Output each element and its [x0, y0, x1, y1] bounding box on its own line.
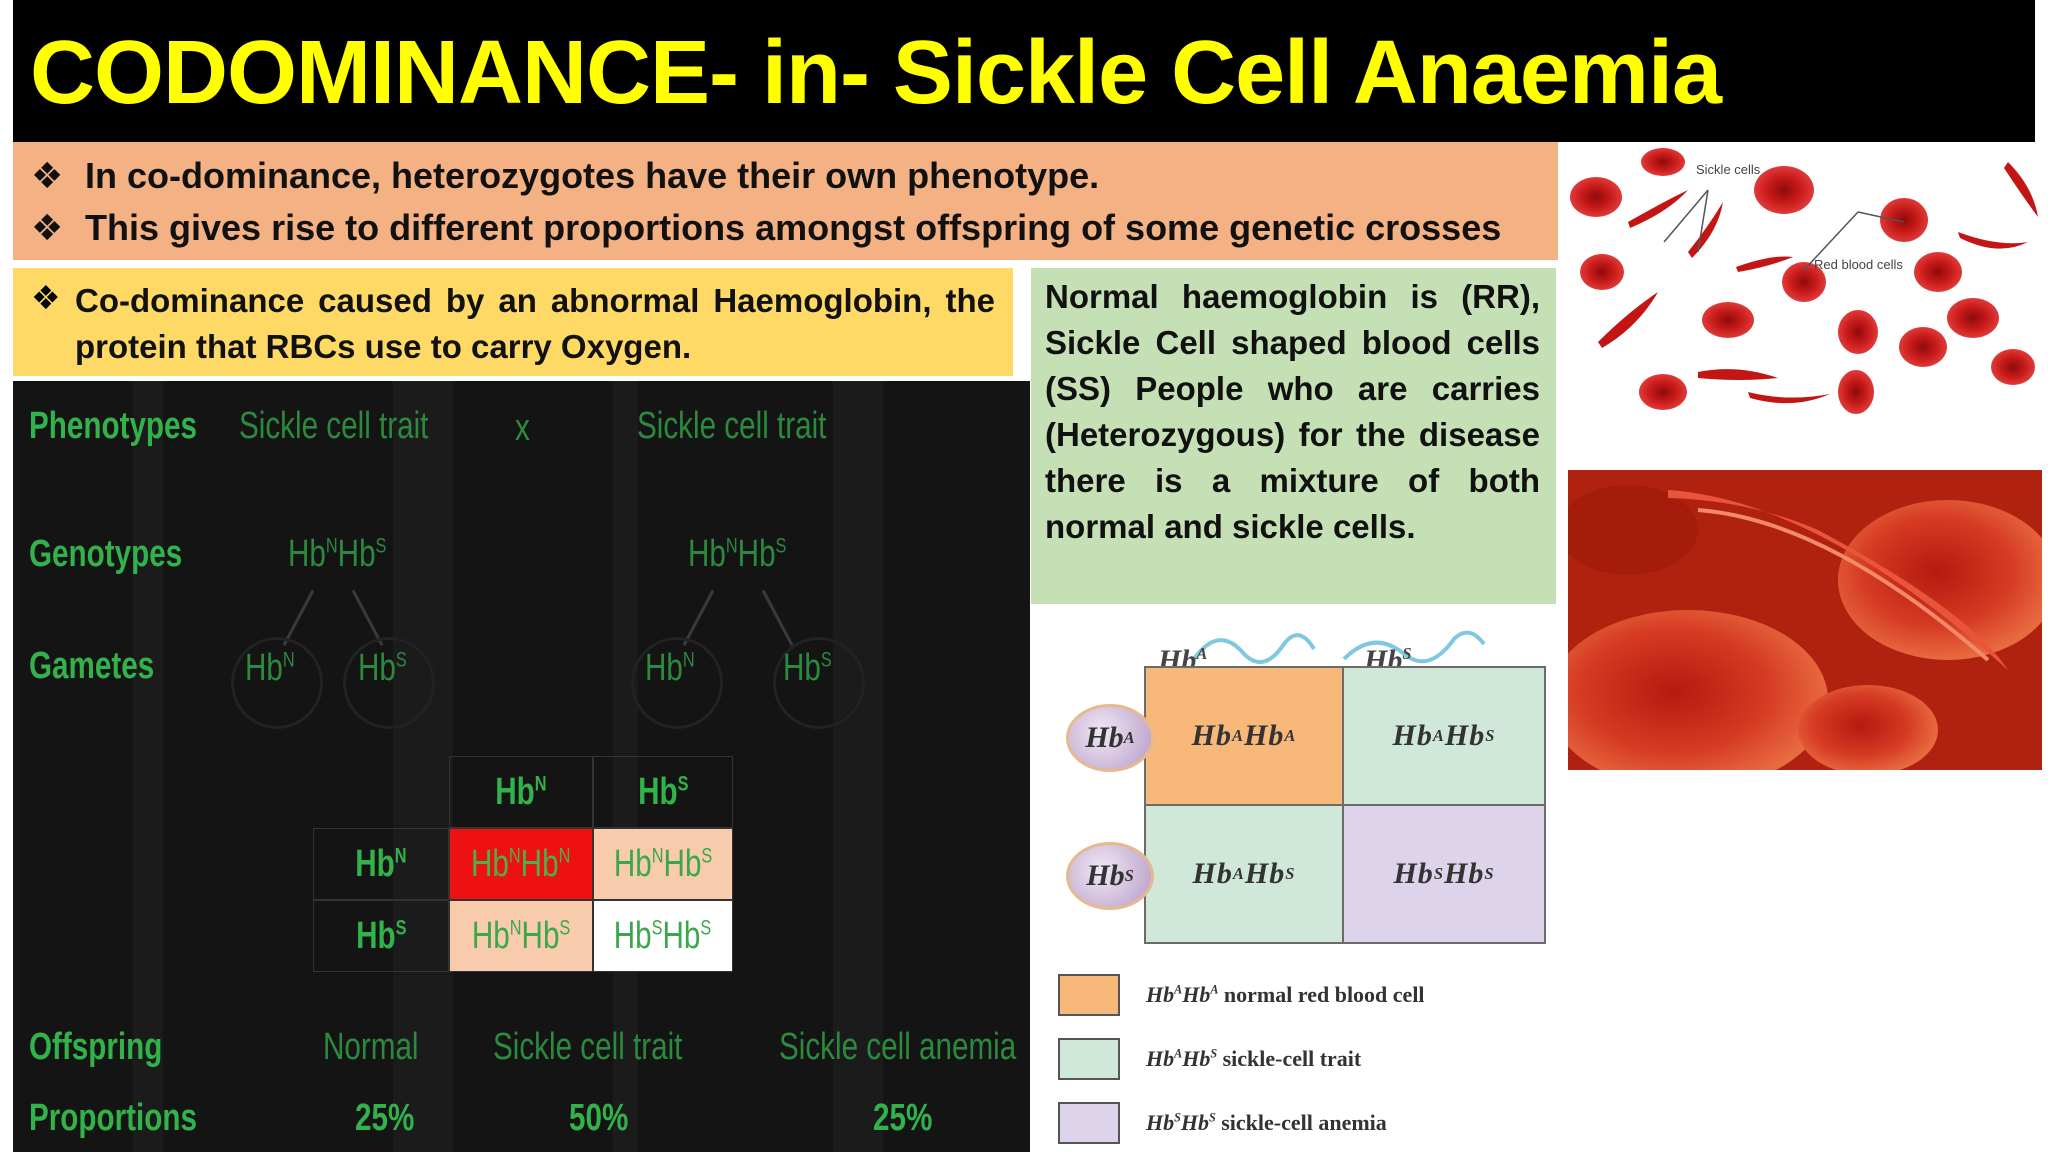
- grid-cell-normal: HbNHbN: [449, 828, 593, 900]
- legend-normal: HbAHbA normal red blood cell: [1146, 982, 1425, 1007]
- gamete-p1-s: HbS: [358, 647, 407, 689]
- cause-box: ❖ Co-dominance caused by an abnormal Hae…: [13, 268, 1013, 376]
- label-phenotypes: Phenotypes: [29, 405, 198, 447]
- rbc-illustration: Sickle cells Red blood cells: [1568, 142, 2048, 442]
- rbc-micrograph: [1568, 470, 2042, 770]
- parent2-phenotype: Sickle cell trait: [637, 405, 827, 447]
- label-gametes: Gametes: [29, 645, 155, 687]
- label-offspring: Offspring: [29, 1026, 163, 1068]
- legend-swatch-normal: [1058, 974, 1120, 1016]
- bullet-icon: ❖: [31, 207, 64, 248]
- grid-cell-anemia: HbSHbS: [593, 900, 733, 972]
- bullet-icon: ❖: [31, 279, 61, 316]
- proportion-normal: 25%: [355, 1097, 415, 1139]
- grid-row-n: HbN: [313, 828, 449, 900]
- cause-text: Co-dominance caused by an abnormal Haemo…: [75, 282, 995, 365]
- legend-trait: HbAHbS sickle-cell trait: [1146, 1046, 1362, 1071]
- description-box: Normal haemoglobin is (RR), Sickle Cell …: [1031, 268, 1556, 604]
- cross-symbol: x: [515, 407, 530, 449]
- parent1-phenotype: Sickle cell trait: [239, 405, 429, 447]
- grid-header-s: HbS: [593, 756, 733, 828]
- label-sickle-cells: Sickle cells: [1696, 162, 1761, 177]
- grid-row-s: HbS: [313, 900, 449, 972]
- bullet-icon: ❖: [31, 155, 64, 196]
- parent2-genotype: HbNHbS: [688, 533, 787, 575]
- label-proportions: Proportions: [29, 1097, 197, 1139]
- intro-box: ❖In co-dominance, heterozygotes have the…: [13, 142, 1558, 260]
- gamete-p1-n: HbN: [245, 647, 295, 689]
- legend-anemia: HbSHbS sickle-cell anemia: [1146, 1110, 1387, 1135]
- description-text: Normal haemoglobin is (RR), Sickle Cell …: [1045, 278, 1540, 545]
- gamete-ring: [773, 637, 865, 729]
- proportion-anemia: 25%: [873, 1097, 933, 1139]
- proportion-trait: 50%: [569, 1097, 629, 1139]
- label-genotypes: Genotypes: [29, 533, 183, 575]
- parent1-genotype: HbNHbS: [288, 533, 387, 575]
- gamete-p2-n: HbN: [645, 647, 695, 689]
- legend-swatch-trait: [1058, 1038, 1120, 1080]
- grid-header-n: HbN: [449, 756, 593, 828]
- gamete-ring: [343, 637, 435, 729]
- label-red-blood-cells: Red blood cells: [1814, 257, 1903, 272]
- legend-swatch-anemia: [1058, 1102, 1120, 1144]
- page-title: CODOMINANCE- in- Sickle Cell Anaemia: [30, 23, 1722, 123]
- grid-cell-trait: HbNHbS: [593, 828, 733, 900]
- title-bar: [13, 0, 2035, 142]
- offspring-anemia: Sickle cell anemia: [779, 1026, 1017, 1068]
- genetic-cross-panel: Phenotypes Genotypes Gametes Offspring P…: [13, 381, 1030, 1152]
- offspring-normal: Normal: [323, 1026, 419, 1068]
- offspring-trait: Sickle cell trait: [493, 1026, 683, 1068]
- gamete-p2-s: HbS: [783, 647, 832, 689]
- gamete-ring: [631, 637, 723, 729]
- gamete-ring: [231, 637, 323, 729]
- grid-cell-trait: HbNHbS: [449, 900, 593, 972]
- intro-line-1: ❖In co-dominance, heterozygotes have the…: [31, 155, 1100, 196]
- intro-line-2: ❖This gives rise to different proportion…: [31, 207, 1502, 248]
